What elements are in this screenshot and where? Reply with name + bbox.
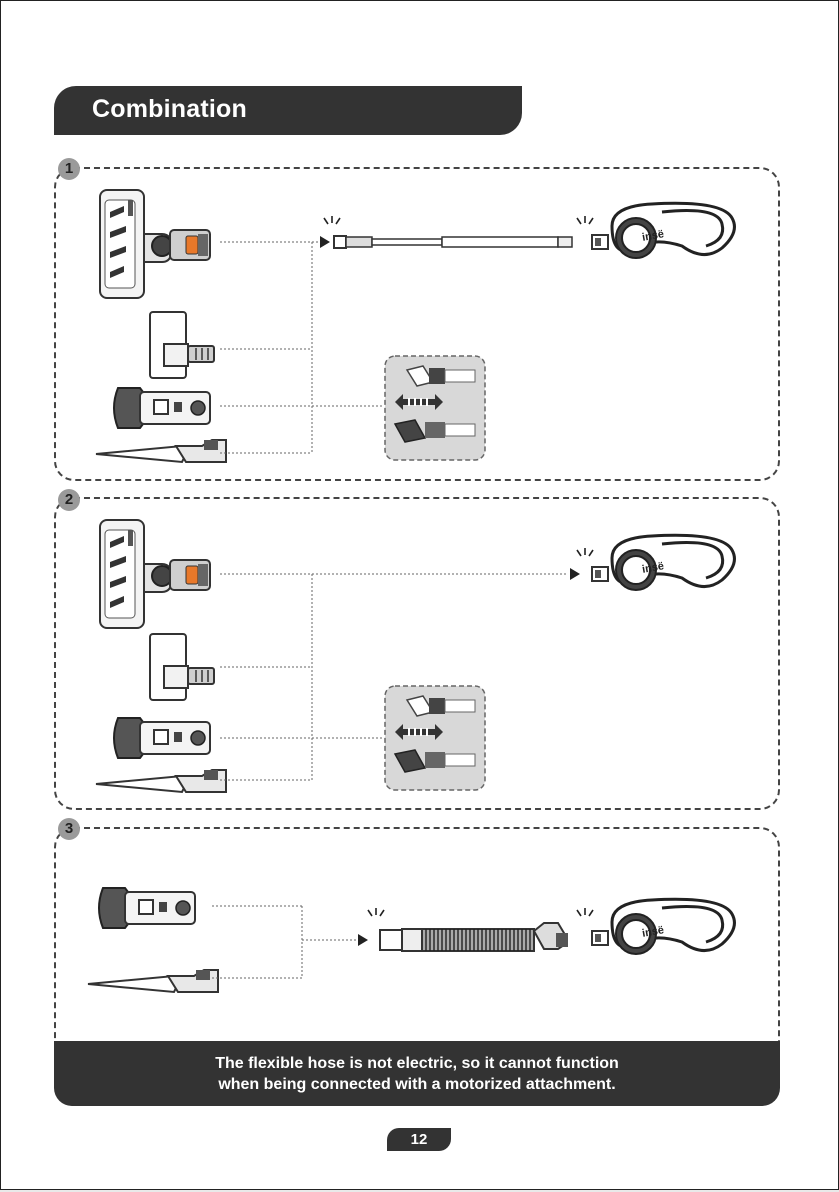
section-3-connection-lines — [212, 906, 356, 978]
section-2-mini-brush — [150, 634, 214, 700]
section-1-dusting-tool — [114, 388, 210, 428]
section-1-floor-head — [100, 190, 210, 298]
section-2-floor-head — [100, 520, 210, 628]
section-3-click-mark — [368, 908, 384, 916]
section-1-brush-swap — [385, 356, 485, 460]
section-3-dusting-tool — [99, 888, 195, 928]
section-3-click-mark-2 — [577, 908, 593, 916]
section-1-click-mark-2 — [577, 216, 593, 224]
section-1-click-mark — [324, 216, 340, 224]
section-2-crevice-tool — [96, 770, 226, 792]
section-2-click-mark — [577, 548, 593, 556]
section-1-mini-brush — [150, 312, 214, 378]
section-2-dusting-tool — [114, 718, 210, 758]
page-number: 12 — [387, 1128, 451, 1151]
warning-note-line-2: when being connected with a motorized at… — [54, 1074, 780, 1095]
section-3-badge: 3 — [58, 818, 80, 840]
warning-note: The flexible hose is not electric, so it… — [54, 1041, 780, 1106]
section-2-arrow — [570, 568, 580, 580]
section-3-arrow — [358, 934, 368, 946]
section-1-badge: 1 — [58, 158, 80, 180]
section-2-brush-swap — [385, 686, 485, 790]
section-3-crevice-tool — [88, 970, 218, 992]
section-1-connection-lines — [220, 242, 382, 453]
warning-note-line-1: The flexible hose is not electric, so it… — [54, 1053, 780, 1074]
section-1-crevice-tool — [96, 440, 226, 462]
section-1-extension-tube — [334, 236, 572, 248]
section-3-flexible-hose — [380, 923, 568, 951]
section-1-arrow — [320, 236, 330, 248]
section-2-badge: 2 — [58, 489, 80, 511]
